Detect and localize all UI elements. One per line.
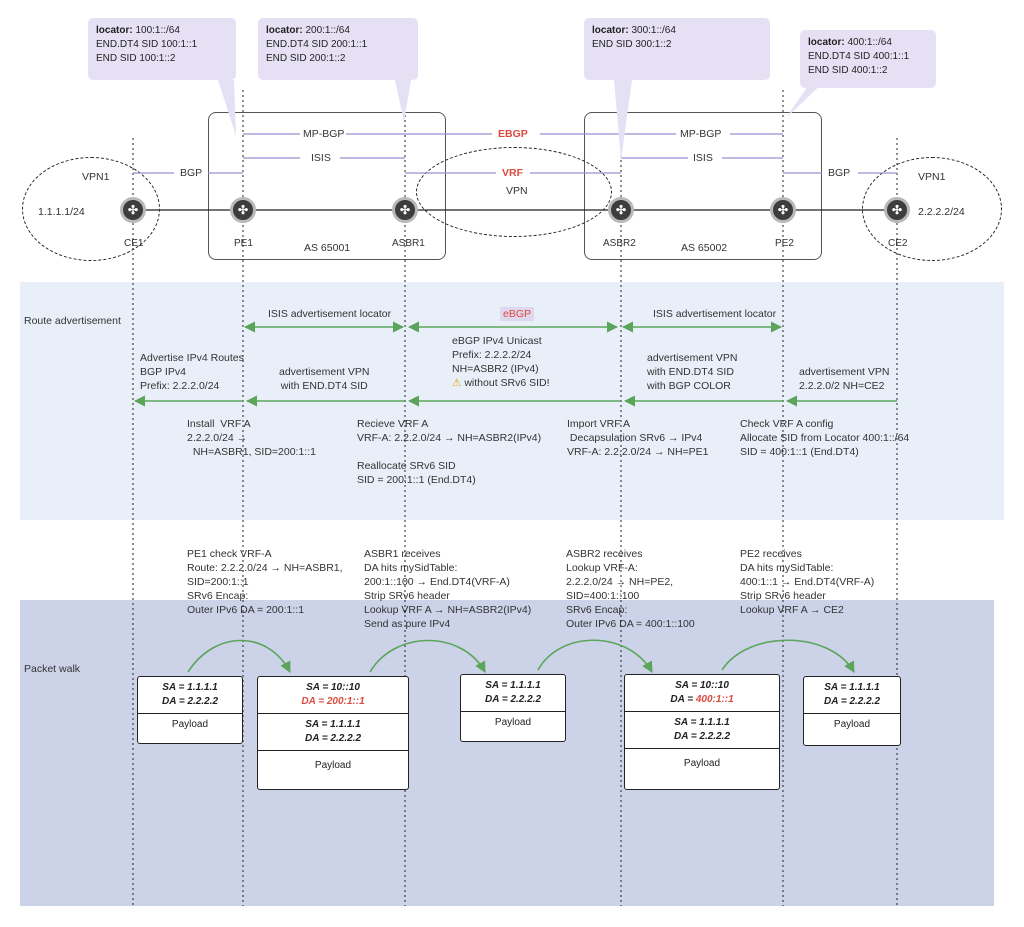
ebgp-nh-line: NH=ASBR2 (IPv4) bbox=[452, 363, 539, 375]
isis-right-label: ISIS bbox=[693, 152, 713, 164]
ce1-label: CE1 bbox=[124, 238, 144, 249]
ebgp-prefix-line: Prefix: 2.2.2.2/24 bbox=[452, 349, 532, 361]
packet-payload: Payload bbox=[171, 719, 209, 730]
ce2-router-icon: ✣ bbox=[884, 197, 910, 223]
packet-step-asbr1: ASBR1 receives DA hits mySidTable: 200:1… bbox=[364, 548, 532, 630]
pe2-router-icon: ✣ bbox=[770, 197, 796, 223]
pe1-label: PE1 bbox=[234, 238, 253, 249]
ebgp-warning-line: ⚠ without SRv6 SID! bbox=[452, 377, 550, 389]
packet-payload: Payload bbox=[833, 719, 871, 730]
pe1-locator-callout: locator: 100:1::/64 END.DT4 SID 100:1::1… bbox=[88, 18, 236, 80]
packet-step-asbr2: ASBR2 receives Lookup VRF-A: 2.2.2.0/24 … bbox=[566, 548, 695, 630]
adv-col4-text: advertisement VPN with END.DT4 SID with … bbox=[647, 352, 738, 392]
route-advertisement-title: Route advertisement bbox=[24, 315, 121, 327]
adv-col3-text: eBGP IPv4 Unicast Prefix: 2.2.2.2/24 NH=… bbox=[452, 334, 550, 390]
packet-payload: Payload bbox=[494, 717, 532, 728]
as65001-box bbox=[208, 112, 446, 260]
isis-adv-right-label: ISIS advertisement locator bbox=[653, 308, 777, 320]
vpn1-right-oval bbox=[862, 157, 1002, 261]
adv-col2-text: advertisement VPN with END.DT4 SID bbox=[279, 366, 370, 392]
ce1-ip-label: 1.1.1.1/24 bbox=[38, 206, 85, 218]
ce1-router-icon: ✣ bbox=[120, 197, 146, 223]
asbr1-locator-callout: locator: 200:1::/64 END.DT4 SID 200:1::1… bbox=[258, 18, 418, 80]
bgp-left-label: BGP bbox=[180, 167, 203, 179]
note-check-vrf: Check VRF A config Allocate SID from Loc… bbox=[740, 418, 910, 458]
mpbgp-right-label: MP-BGP bbox=[680, 128, 722, 140]
vpn-label: VPN bbox=[506, 185, 528, 197]
vpn1-right-label: VPN1 bbox=[918, 171, 946, 183]
note-install-vrf: Install VRF A 2.2.2.0/24 → NH=ASBR1, SID… bbox=[187, 418, 316, 458]
ebgp-label: EBGP bbox=[498, 128, 528, 140]
warning-icon: ⚠ bbox=[452, 377, 462, 389]
asbr2-locator-callout: locator: 300:1::/64 END SID 300:1::2 bbox=[584, 18, 770, 80]
as65002-box bbox=[584, 112, 822, 260]
isis-left-label: ISIS bbox=[311, 152, 331, 164]
pe2-locator-callout: locator: 400:1::/64 END.DT4 SID 400:1::1… bbox=[800, 30, 936, 88]
asbr1-router-icon: ✣ bbox=[392, 197, 418, 223]
asbr2-router-icon: ✣ bbox=[608, 197, 634, 223]
packet-payload: Payload bbox=[314, 760, 352, 771]
ebgp-unicast-line: eBGP IPv4 Unicast bbox=[452, 335, 542, 347]
packet-payload: Payload bbox=[683, 758, 721, 769]
vrf-label: VRF bbox=[502, 167, 523, 179]
pe1-router-icon: ✣ bbox=[230, 197, 256, 223]
vpn1-left-label: VPN1 bbox=[82, 171, 110, 183]
packet-walk-title: Packet walk bbox=[24, 663, 81, 675]
packet-step-pe2: PE2 receives DA hits mySidTable: 400:1::… bbox=[740, 548, 875, 616]
note-receive-vrf: Recieve VRF A VRF-A: 2.2.2.0/24 → NH=ASB… bbox=[357, 418, 542, 486]
adv-col1-text: Advertise IPv4 Routes BGP IPv4 Prefix: 2… bbox=[140, 352, 244, 392]
ce2-label: CE2 bbox=[888, 238, 908, 249]
note-import-vrf: Import VRF A Decapsulation SRv6 → IPv4 V… bbox=[567, 418, 709, 458]
pe2-label: PE2 bbox=[775, 238, 794, 249]
bgp-right-label: BGP bbox=[828, 167, 851, 179]
ebgp-adv-label: eBGP bbox=[500, 307, 535, 321]
as65001-label: AS 65001 bbox=[304, 242, 351, 254]
packet-step-pe1: PE1 check VRF-A Route: 2.2.2.0/24 → NH=A… bbox=[187, 548, 343, 616]
asbr2-label: ASBR2 bbox=[603, 238, 636, 249]
mpbgp-left-label: MP-BGP bbox=[303, 128, 345, 140]
as65002-label: AS 65002 bbox=[681, 242, 728, 254]
isis-adv-left-label: ISIS advertisement locator bbox=[268, 308, 392, 320]
adv-col5-text: advertisement VPN 2.2.2.0/2 NH=CE2 bbox=[799, 366, 890, 392]
vrf-oval bbox=[416, 147, 612, 237]
ce2-ip-label: 2.2.2.2/24 bbox=[918, 206, 965, 218]
asbr1-label: ASBR1 bbox=[392, 238, 425, 249]
